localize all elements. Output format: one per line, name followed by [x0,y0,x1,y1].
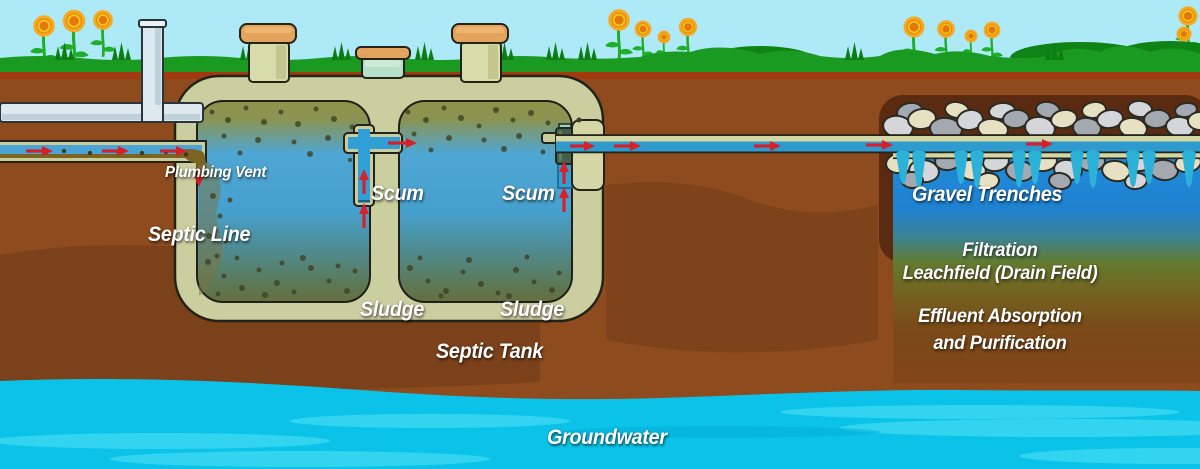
label-effluent-line2: and Purification [933,333,1067,354]
label-sludge-right: Sludge [500,298,565,321]
subsoil-band [0,72,1200,79]
label-filtration-leachfield: Filtration Leachfield (Drain Field) [881,239,1119,285]
grass [0,41,1200,75]
riser-lid-right [451,23,509,83]
effluent-pipe [556,134,1200,160]
label-filtration-line2: Leachfield (Drain Field) [902,263,1098,284]
septic-tank [173,74,605,323]
label-scum-right: Scum [502,182,555,205]
tank-risers [239,23,509,83]
inspection-lid-middle [355,46,411,79]
label-effluent-absorption: Effluent Absorption and Purification [881,303,1119,357]
label-groundwater: Groundwater [547,426,667,449]
label-filtration-line1: Filtration [962,240,1038,261]
label-effluent-line1: Effluent Absorption [918,306,1082,327]
groundwater-layer [0,379,1200,469]
label-sludge-left: Sludge [360,298,425,321]
label-gravel-trenches: Gravel Trenches [912,183,1063,206]
riser-lid-left [239,23,297,83]
label-septic-line: Septic Line [148,223,251,246]
tank-chamber-1 [196,100,371,303]
label-scum-left: Scum [371,182,424,205]
label-plumbing-vent: Plumbing Vent [165,164,267,181]
label-septic-tank: Septic Tank [436,340,543,363]
inlet-tee-baffle [343,124,403,207]
vent-pipe [0,19,204,123]
junction-box [571,117,605,191]
waste-plume [199,158,223,296]
tank-chamber-2 [398,100,573,303]
flow-arrows [26,138,1053,228]
